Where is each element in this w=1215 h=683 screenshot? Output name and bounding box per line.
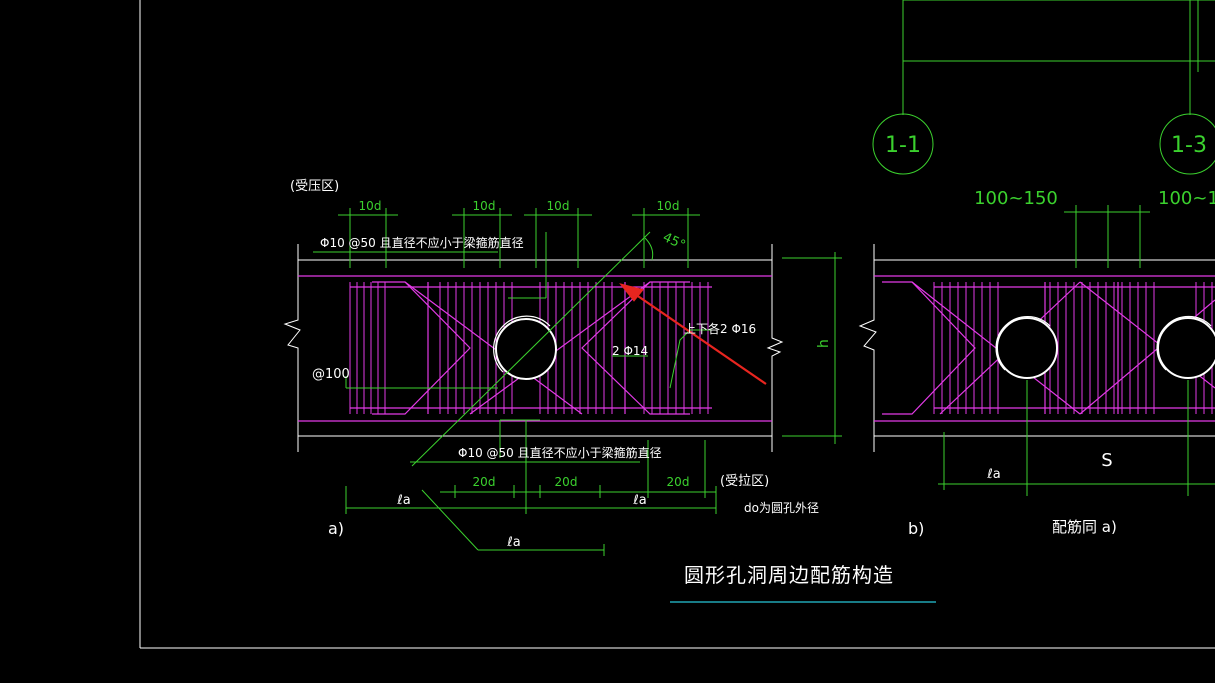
height-label: h: [816, 339, 832, 348]
hole-b2-rim: [1156, 315, 1212, 371]
section-label-1-3: 1-3: [1171, 133, 1207, 158]
dimension-lines-side-a: [782, 252, 842, 444]
drawing-frame: [139, 0, 1215, 649]
label-b: b): [908, 519, 924, 538]
la-label-1: ℓa: [396, 493, 410, 508]
hole-b1: [996, 317, 1058, 379]
range-label-1: 100~150: [974, 188, 1058, 209]
la-label-3: ℓa: [506, 535, 520, 550]
anchor-20d-1: 20d: [473, 475, 496, 489]
range-label-2: 100~15: [1158, 188, 1215, 209]
anchor-10d-1: 10d: [359, 199, 382, 213]
spacing-s-label: S: [1101, 450, 1112, 471]
section-markers: [872, 0, 1215, 175]
anchor-10d-2: 10d: [473, 199, 496, 213]
stirrup-top-note: Φ10 @50 且直径不应小于梁箍筋直径: [320, 235, 524, 250]
anchor-10d-4: 10d: [657, 199, 680, 213]
drawing-title: 圆形孔洞周边配筋构造: [684, 563, 894, 587]
rebar-middle-label: 2 Φ14: [612, 344, 648, 358]
dimension-lines-top-a: [313, 208, 700, 268]
red-arrow: [619, 283, 767, 385]
guide-lines-a: [345, 231, 712, 467]
rebar-top-bottom-label: 上下各2 Φ16: [684, 321, 756, 336]
dimension-lines-b: [938, 205, 1215, 496]
beam-b-stirrups: [933, 282, 1213, 414]
anchor-20d-3: 20d: [667, 475, 690, 489]
note-d0: do为圆孔外径: [744, 501, 819, 515]
beam-b-outline: [858, 244, 1215, 452]
zone-tension-label: (受拉区): [720, 474, 769, 489]
angle-label: 45°: [660, 230, 687, 253]
spacing-label: @100: [312, 367, 350, 382]
hole-a-rim: [493, 315, 551, 373]
anchor-10d-3: 10d: [547, 199, 570, 213]
hole-b1-rim: [995, 315, 1051, 371]
hole-b2: [1157, 317, 1215, 379]
anchor-20d-2: 20d: [555, 475, 578, 489]
section-label-1-1: 1-1: [885, 133, 921, 158]
same-as-a-label: 配筋同 a): [1052, 518, 1117, 536]
la-label-2: ℓa: [632, 493, 646, 508]
label-a: a): [328, 519, 344, 538]
stirrup-bottom-note: Φ10 @50 且直径不应小于梁箍筋直径: [458, 445, 662, 460]
la-label-b: ℓa: [986, 467, 1000, 482]
beam-a-rebar: [298, 275, 772, 422]
dimension-lines-bottom-a: [345, 420, 717, 556]
hole-a: [495, 318, 557, 380]
zone-compression-label: (受压区): [290, 179, 339, 194]
beam-a-outline: [283, 244, 784, 452]
